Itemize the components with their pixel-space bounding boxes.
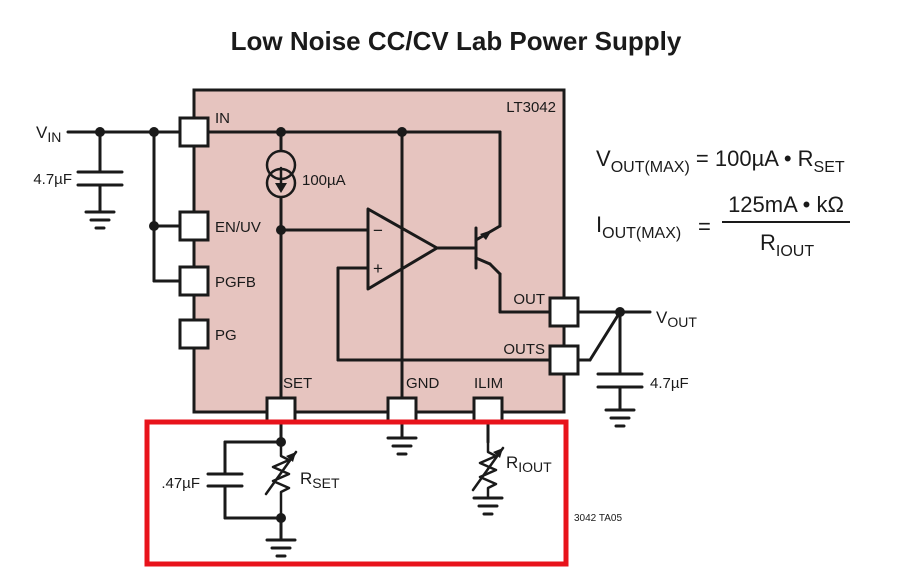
pin-gnd bbox=[386, 396, 418, 424]
figure-id: 3042 TA05 bbox=[574, 513, 622, 524]
pin-label-en-uv: EN/UV bbox=[215, 219, 261, 236]
pin-set bbox=[265, 396, 297, 424]
pin-label-outs: OUTS bbox=[503, 341, 545, 358]
rset-label: RSET bbox=[300, 469, 340, 491]
pin-label-set: SET bbox=[283, 375, 312, 392]
input-cap-label: 4.7µF bbox=[33, 171, 72, 188]
set-cap-label: .47µF bbox=[161, 475, 200, 492]
pin-pg bbox=[178, 318, 210, 350]
pin-ilim bbox=[472, 396, 504, 424]
highlight-box bbox=[144, 419, 569, 567]
opamp-symbol bbox=[366, 207, 439, 291]
pin-label-out: OUT bbox=[513, 291, 545, 308]
pin-label-in: IN bbox=[215, 110, 230, 127]
iout-equation-numerator: 125mA • kΩ bbox=[728, 192, 844, 217]
pin-outs bbox=[548, 344, 580, 376]
diagram-title: Low Noise CC/CV Lab Power Supply bbox=[231, 26, 682, 56]
output-network bbox=[576, 307, 652, 428]
pin-label-pgfb: PGFB bbox=[215, 274, 256, 291]
pin-label-ilim: ILIM bbox=[474, 375, 503, 392]
chip-name: LT3042 bbox=[506, 99, 556, 116]
vin-label: VIN bbox=[36, 123, 61, 145]
pin-pgfb bbox=[178, 265, 210, 297]
pin-label-pg: PG bbox=[215, 327, 237, 344]
vout-label: VOUT bbox=[656, 308, 697, 330]
ilim-network bbox=[471, 420, 505, 516]
pin-out bbox=[548, 296, 580, 328]
opamp-minus-label: − bbox=[373, 221, 383, 240]
current-source-label: 100µA bbox=[302, 172, 346, 189]
riout-label: RIOUT bbox=[506, 453, 552, 475]
chip-body bbox=[192, 88, 566, 414]
vout-equation: VOUT(MAX) = 100µA • RSET bbox=[596, 146, 845, 176]
current-source-symbol bbox=[265, 149, 297, 199]
pin-en-uv bbox=[178, 210, 210, 242]
pass-transistor-symbol bbox=[474, 224, 502, 270]
gnd-pin-ground bbox=[386, 420, 418, 456]
set-network bbox=[206, 420, 298, 558]
output-cap-label: 4.7µF bbox=[650, 375, 689, 392]
chip-pins bbox=[178, 116, 580, 424]
iout-equation-denominator: RIOUT bbox=[760, 230, 814, 260]
internal-wiring bbox=[206, 127, 552, 400]
iout-equation-lhs: IOUT(MAX) bbox=[596, 212, 681, 242]
pin-in bbox=[178, 116, 210, 148]
iout-equation-equals: = bbox=[698, 214, 711, 239]
input-network bbox=[66, 127, 182, 283]
pin-label-gnd: GND bbox=[406, 375, 440, 392]
opamp-plus-label: + bbox=[373, 259, 383, 278]
